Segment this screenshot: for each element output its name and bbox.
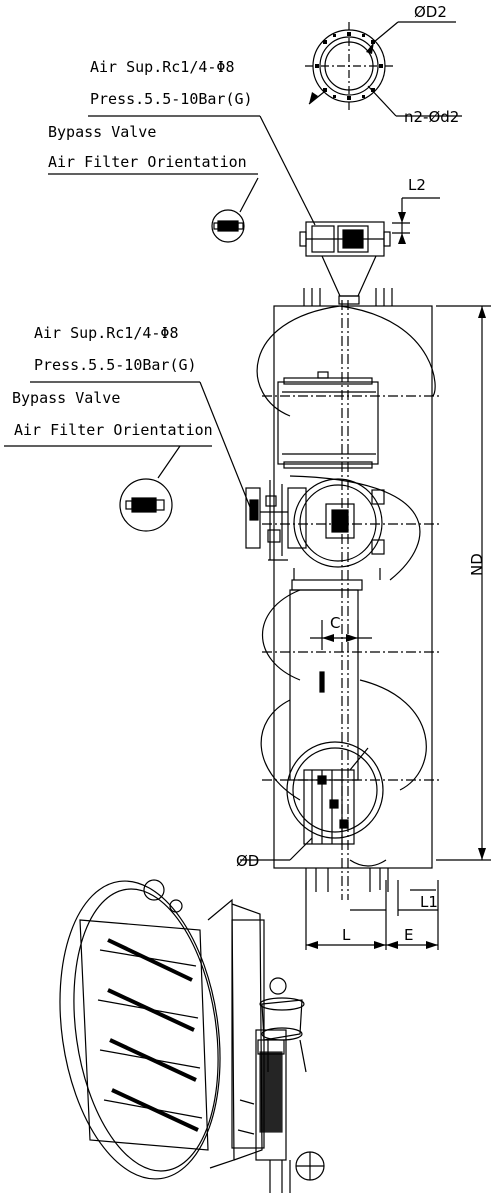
top-air-filter-label: Air Filter Orientation — [48, 153, 247, 171]
bottom-dimensions — [305, 880, 439, 950]
e-label: E — [404, 926, 414, 944]
isometric-view — [59, 879, 325, 1193]
bolt-holes-label: n2-Ød2 — [404, 108, 460, 126]
top-bypass-valve-label: Bypass Valve — [48, 123, 157, 141]
nd-label: ND — [468, 553, 486, 576]
bypass-detail-middle — [119, 478, 173, 532]
middle-air-supply-label: Air Sup.Rc1/4-Φ8 — [34, 324, 179, 342]
d-label: ØD — [236, 852, 260, 870]
top-callout-leaders — [48, 115, 316, 226]
l2-dimension — [392, 197, 440, 240]
l2-label: L2 — [408, 176, 426, 194]
middle-pressure-label: Press.5.5-10Bar(G) — [34, 356, 197, 374]
bypass-detail-top — [211, 209, 245, 243]
top-air-supply-label: Air Sup.Rc1/4-Φ8 — [90, 58, 235, 76]
flange-top-view — [305, 21, 462, 117]
main-housing — [240, 288, 440, 900]
top-pressure-label: Press.5.5-10Bar(G) — [90, 90, 253, 108]
middle-bypass-valve-label: Bypass Valve — [12, 389, 121, 407]
flange-diameter-label: ØD2 — [414, 3, 447, 21]
middle-callout-leaders — [4, 381, 253, 513]
l-label: L — [342, 926, 351, 944]
l1-label: L1 — [420, 893, 438, 911]
c-label: C — [330, 614, 341, 632]
nd-dimension — [436, 305, 491, 861]
top-actuator — [299, 221, 391, 305]
filter-regulator — [245, 480, 288, 561]
middle-air-filter-label: Air Filter Orientation — [14, 421, 213, 439]
arrowheads — [306, 42, 486, 949]
